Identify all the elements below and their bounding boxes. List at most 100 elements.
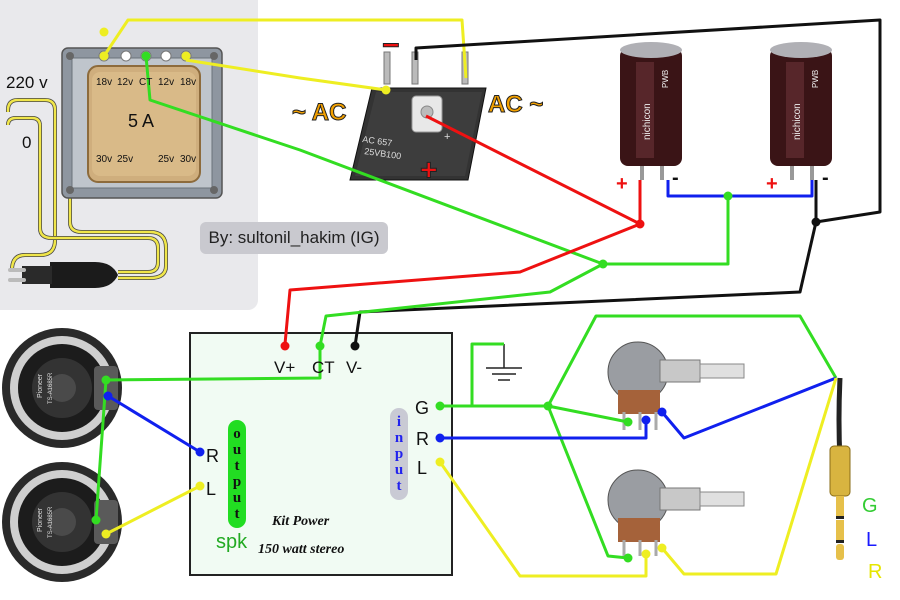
speaker-left-brand: Pioneer <box>37 507 44 532</box>
pot2-pin-g <box>623 553 633 563</box>
pot2-pin-l <box>641 549 651 559</box>
spk-l-terminal-l <box>101 529 111 539</box>
terminal-out-r <box>195 447 205 457</box>
volume-pot-right <box>607 341 745 430</box>
junction-in-g <box>543 401 553 411</box>
cap1-minus: - <box>672 167 679 189</box>
wire-in-g-pot2 <box>546 405 629 560</box>
kit-title-line2: 150 watt stereo <box>258 542 344 557</box>
speaker-right-brand: Pioneer <box>37 373 44 398</box>
wire-ct-kit <box>318 262 604 347</box>
cap2-plus: + <box>766 173 778 195</box>
wire-ac-right <box>185 58 387 92</box>
wire-gnd-symbol <box>470 342 504 406</box>
speaker-right-model: TS-A1685R <box>48 372 54 404</box>
terminal-in-l <box>435 457 445 467</box>
pill-letter: u <box>232 490 242 506</box>
credit-label: By: sultonil_hakim (IG) <box>200 222 388 254</box>
pot1-pin-r <box>641 415 651 425</box>
pill-letter: t <box>234 506 240 522</box>
pill-letter: u <box>394 462 404 478</box>
filter-capacitor-1 <box>620 42 682 180</box>
ac-right-label: AC ~ <box>488 91 543 118</box>
spk-r-terminal-r <box>103 391 113 401</box>
pill-letter: u <box>232 442 242 458</box>
junction-cap-mid <box>723 191 733 201</box>
ac-left-label: ~ AC <box>292 99 346 126</box>
pot1-pin-g <box>623 417 633 427</box>
jack-l-label: L <box>866 529 877 551</box>
wire-ac-left <box>102 18 468 79</box>
filter-capacitor-2 <box>770 42 832 180</box>
terminal-in-r <box>435 433 445 443</box>
bridge-pin-mark: + <box>444 131 450 143</box>
pill-letter: t <box>396 478 402 494</box>
spk-l-terminal-g <box>91 515 101 525</box>
wire-cap-link <box>666 180 814 198</box>
wire-in-l <box>438 461 648 578</box>
wire-in-g <box>440 314 838 408</box>
pill-letter: p <box>232 474 242 490</box>
kit-vminus-label: V- <box>346 358 362 377</box>
tap-25v-left: 25v <box>117 154 133 165</box>
pill-letter: n <box>394 430 404 446</box>
terminal-in-g <box>435 401 445 411</box>
cap2-series: PWB <box>811 70 820 88</box>
wire-spk-r <box>107 394 201 454</box>
cap2-brand: nichicon <box>792 103 803 140</box>
kit-out-l-label: L <box>206 479 216 499</box>
wire-ct-main <box>144 55 730 266</box>
wire-in-g-pot1 <box>547 404 629 424</box>
pill-letter: o <box>233 426 241 442</box>
kit-in-l-label: L <box>417 458 427 478</box>
junction-ct <box>598 259 608 269</box>
kit-ct-label: CT <box>312 358 335 377</box>
tap-30v-left: 30v <box>96 154 112 165</box>
ground-symbol-icon <box>486 344 522 381</box>
terminal-ct <box>315 341 325 351</box>
transformer-tap-18v-left <box>99 51 109 61</box>
cap1-plus: + <box>616 173 628 195</box>
volume-pot-left <box>607 469 745 556</box>
junction-ac-left <box>99 27 109 37</box>
pot1-pin-out <box>657 407 667 417</box>
junction-dots <box>91 27 821 563</box>
kit-in-r-label: R <box>416 429 429 449</box>
mains-plug-icon <box>6 94 168 288</box>
bridge-body-text-1: AC 657 <box>362 134 393 148</box>
wire-in-l-jack <box>660 377 838 576</box>
speaker-left-model: TS-A1685R <box>48 506 54 538</box>
wire-spk-ground <box>94 346 322 521</box>
transformer-tap-ct <box>141 51 151 61</box>
wire-vplus-kit <box>283 222 641 345</box>
audio-jack-plug <box>829 377 851 560</box>
wire-vminus-bridge <box>414 18 882 224</box>
neutral-label: 0 <box>22 133 31 152</box>
kit-title-line1: Kit Power <box>271 514 330 529</box>
terminal-vplus <box>280 341 290 351</box>
jack-g-label: G <box>862 495 878 517</box>
kit-out-r-label: R <box>206 446 219 466</box>
tap-30v-right: 30v <box>180 154 196 165</box>
wire-vminus-kit <box>353 221 818 347</box>
pill-letter: p <box>394 446 404 462</box>
tap-25v-right: 25v <box>158 154 174 165</box>
bridge-minus-sign: − <box>382 29 400 62</box>
cap1-brand: nichicon <box>642 103 653 140</box>
cap1-series: PWB <box>661 70 670 88</box>
pill-letter: t <box>234 458 240 474</box>
tap-18v-right: 18v <box>180 77 196 88</box>
kit-vplus-label: V+ <box>274 358 295 377</box>
speaker-left <box>2 462 122 582</box>
wire-in-r <box>440 420 648 440</box>
wire-in-r-jack <box>660 376 837 440</box>
wire-spk-l <box>105 484 201 536</box>
spk-r-terminal-g <box>101 375 111 385</box>
wires <box>94 18 882 578</box>
spk-label: spk <box>216 531 248 553</box>
pot2-pin-out <box>657 543 667 553</box>
bridge-plus-sign: + <box>420 154 438 187</box>
